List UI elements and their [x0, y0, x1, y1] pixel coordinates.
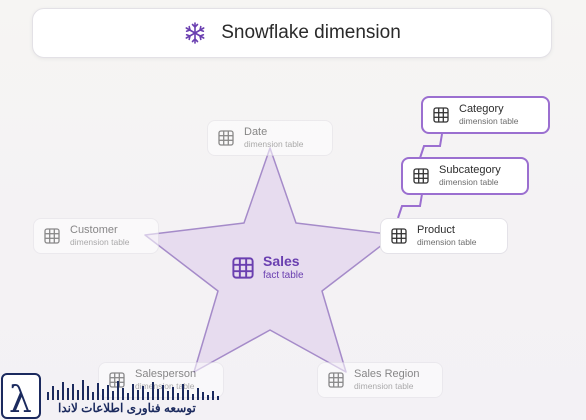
- dimension-name: Sales Region: [354, 368, 420, 380]
- table-icon: [328, 372, 344, 388]
- table-icon: [433, 107, 449, 123]
- dimension-type: dimension table: [417, 237, 477, 247]
- dimension-name: Product: [417, 224, 455, 236]
- table-icon: [413, 168, 429, 184]
- dimension-type: dimension table: [70, 237, 130, 247]
- title-card: Snowflake dimension: [32, 8, 552, 58]
- fact-type: fact table: [263, 270, 304, 281]
- lambda-logo: λ: [1, 373, 219, 420]
- dimension-name: Date: [244, 126, 268, 138]
- table-icon: [391, 228, 407, 244]
- dimension-name: Customer: [70, 224, 118, 236]
- fact-star: [144, 147, 396, 373]
- dimension-name: Subcategory: [439, 164, 501, 176]
- table-icon: [218, 130, 234, 146]
- svg-text:λ: λ: [9, 380, 32, 420]
- dimension-type: dimension table: [244, 139, 304, 149]
- audio-wave-icon: [47, 380, 219, 400]
- fact-name: Sales: [263, 253, 300, 269]
- dimension-type: dimension table: [135, 381, 195, 391]
- table-icon: [44, 228, 60, 244]
- dimension-type: dimension table: [354, 381, 414, 391]
- table-icon: [232, 256, 254, 279]
- dimension-type: dimension table: [439, 177, 499, 187]
- connector-subcategory-category: [419, 133, 443, 159]
- table-icon: [109, 372, 125, 388]
- dimension-type: dimension table: [459, 116, 519, 126]
- dimension-name: Salesperson: [135, 368, 197, 380]
- watermark-text: توسعه فناوری اطلاعات لاندا: [58, 401, 196, 415]
- connector-product-subcategory: [397, 193, 423, 219]
- snowflake-icon: [185, 22, 205, 44]
- diagram-title: Snowflake dimension: [221, 22, 401, 43]
- sales-fact[interactable]: Sales fact table: [232, 253, 304, 282]
- dimension-name: Category: [459, 103, 504, 115]
